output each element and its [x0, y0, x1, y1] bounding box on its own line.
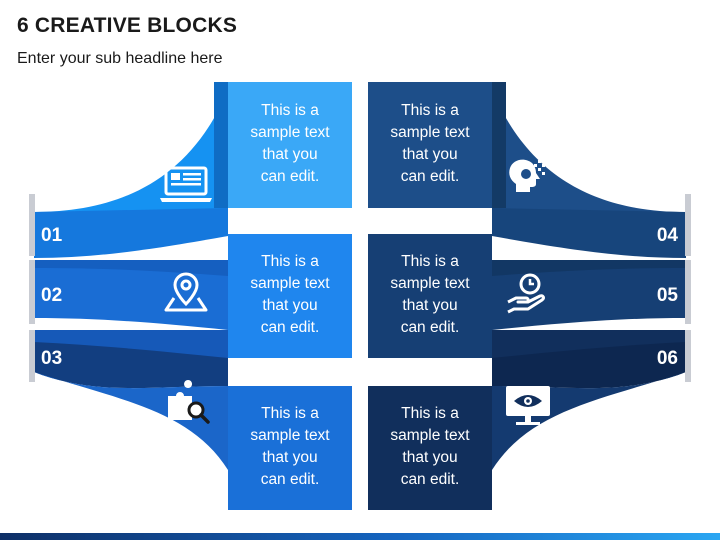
block-06-number: 06 — [657, 348, 678, 369]
page-title: 6 CREATIVE BLOCKS — [17, 14, 238, 37]
monitor-eye-icon — [506, 386, 550, 425]
block-01-text-line: sample text — [250, 124, 330, 141]
block-03-text-line: sample text — [250, 427, 330, 444]
puzzle-search-icon — [168, 380, 210, 424]
block-05-text-line: can edit. — [401, 319, 460, 336]
block-06-wing — [492, 330, 691, 470]
block-06-text-line: that you — [402, 449, 457, 466]
block-02-text-line: can edit. — [261, 319, 320, 336]
block-03-text-line: can edit. — [261, 471, 320, 488]
hand-clock-icon — [507, 273, 545, 314]
block-05-text-line: This is a — [401, 253, 459, 270]
block-03-box — [228, 386, 352, 510]
block-04-text-line: can edit. — [401, 168, 460, 185]
block-06-box — [368, 386, 492, 510]
bottom-accent-bar — [0, 533, 720, 540]
block-05-textbox: This is a sample text that you can edit. — [368, 234, 492, 358]
block-05-box — [368, 234, 492, 358]
block-06-text-line: sample text — [390, 427, 470, 444]
block-01-side — [214, 82, 228, 208]
block-04-number: 04 — [657, 225, 679, 246]
laptop-icon — [160, 166, 212, 202]
block-04-side — [492, 82, 506, 208]
block-02-textbox: This is a sample text that you can edit. — [228, 234, 352, 358]
block-03-number: 03 — [41, 348, 62, 369]
block-04-box — [368, 82, 492, 208]
block-03-textbox: This is a sample text that you can edit. — [228, 386, 352, 510]
block-02-number: 02 — [41, 285, 62, 306]
block-04-text-line: This is a — [401, 102, 459, 119]
block-02-text-line: sample text — [250, 275, 330, 292]
block-02-text-line: that you — [262, 297, 317, 314]
block-06-text-line: can edit. — [401, 471, 460, 488]
block-01-textbox: This is a sample text that you can edit. — [228, 82, 352, 208]
head-brain-icon — [509, 159, 545, 192]
block-03-text-line: that you — [262, 449, 317, 466]
block-02-box — [228, 234, 352, 358]
block-01-text-line: This is a — [261, 102, 319, 119]
block-03-text-line: This is a — [261, 405, 319, 422]
block-04-wing — [492, 90, 691, 258]
block-04-text-line: that you — [402, 146, 457, 163]
page-subtitle: Enter your sub headline here — [17, 50, 223, 67]
block-05-text-line: sample text — [390, 275, 470, 292]
block-01-box — [228, 82, 352, 208]
block-06-textbox: This is a sample text that you can edit. — [368, 386, 492, 510]
block-05-number: 05 — [657, 285, 679, 306]
map-pin-icon — [164, 272, 208, 312]
block-04-textbox: This is a sample text that you can edit. — [368, 82, 492, 208]
block-04-text-line: sample text — [390, 124, 470, 141]
block-05-text-line: that you — [402, 297, 457, 314]
block-05-wing — [492, 260, 691, 330]
block-06-text-line: This is a — [401, 405, 459, 422]
block-01-number: 01 — [41, 225, 63, 246]
block-01-text-line: that you — [262, 146, 317, 163]
block-02-text-line: This is a — [261, 253, 319, 270]
block-01-text-line: can edit. — [261, 168, 320, 185]
